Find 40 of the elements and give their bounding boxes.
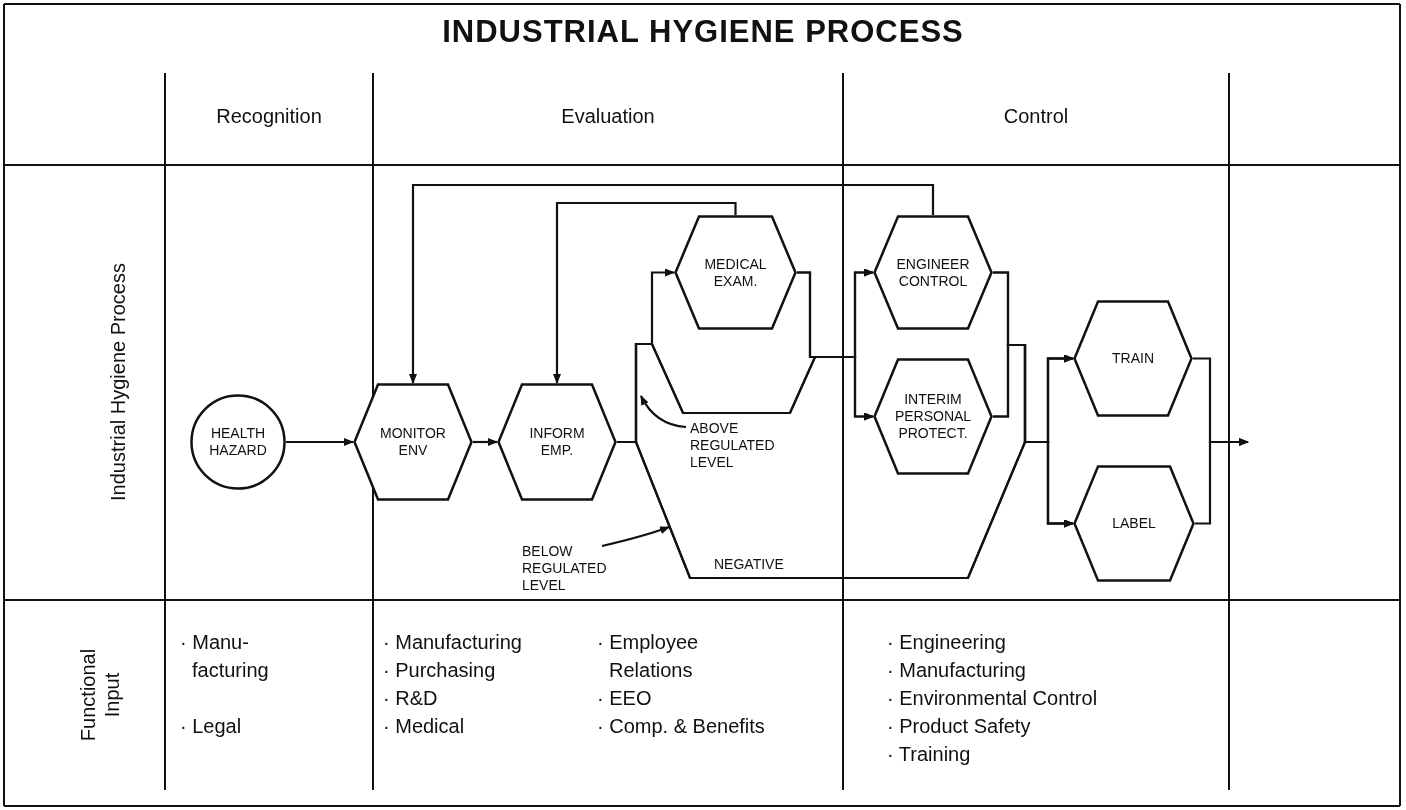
bullet-item: · Product Safety	[887, 714, 1032, 739]
diagram-title: INDUSTRIAL HYGIENE PROCESS	[441, 14, 965, 50]
process-hexagon: LABEL	[1073, 465, 1195, 582]
arrow	[473, 438, 498, 446]
arrow	[993, 343, 1074, 528]
leader-line	[640, 395, 687, 429]
column-heading: Control	[1002, 104, 1070, 129]
hazard-circle: HEALTH HAZARD	[190, 394, 286, 490]
bullet-item: · Environmental Control	[887, 686, 1099, 711]
bullet-item: · Engineering	[887, 630, 1007, 655]
process-hexagon: INFORM EMP.	[497, 383, 617, 501]
leader-line	[601, 525, 670, 548]
process-hexagon: ENGINEER CONTROL	[873, 215, 993, 330]
bullet-item: · Legal	[180, 714, 243, 739]
row-heading: Industrial Hygiene Process	[106, 263, 130, 501]
bullet-item: · Employee Relations	[597, 630, 700, 683]
arrow	[553, 201, 737, 384]
bullet-item: · Medical	[383, 714, 466, 739]
arrow	[286, 438, 354, 446]
bullet-item: · EEO	[597, 686, 653, 711]
process-hexagon: MONITOR ENV	[353, 383, 473, 501]
arrow	[1195, 438, 1249, 525]
edge-label: NEGATIVE	[712, 556, 786, 572]
bullet-item: · Manufacturing	[887, 658, 1027, 683]
bullet-item: · Comp. & Benefits	[597, 714, 766, 739]
annotation-text: BELOW REGULATED LEVEL	[522, 540, 612, 596]
bullet-item: · Manu- facturing	[180, 630, 270, 683]
row-heading: Functional Input	[76, 647, 124, 744]
column-heading: Recognition	[215, 104, 323, 129]
arrow	[409, 183, 935, 384]
bullet-item: · R&D	[383, 686, 439, 711]
process-hexagon: TRAIN	[1073, 300, 1193, 417]
bullet-item: · Manufacturing	[383, 630, 523, 655]
process-hexagon: MEDICAL EXAM.	[674, 215, 797, 330]
annotation-text: ABOVE REGULATED LEVEL	[690, 420, 785, 470]
process-hexagon: INTERIM PERSONAL PROTECT.	[873, 358, 993, 475]
column-heading: Evaluation	[560, 104, 656, 129]
bullet-item: · Purchasing	[383, 658, 497, 683]
bullet-item: · Training	[887, 742, 972, 767]
arrow	[797, 271, 874, 421]
